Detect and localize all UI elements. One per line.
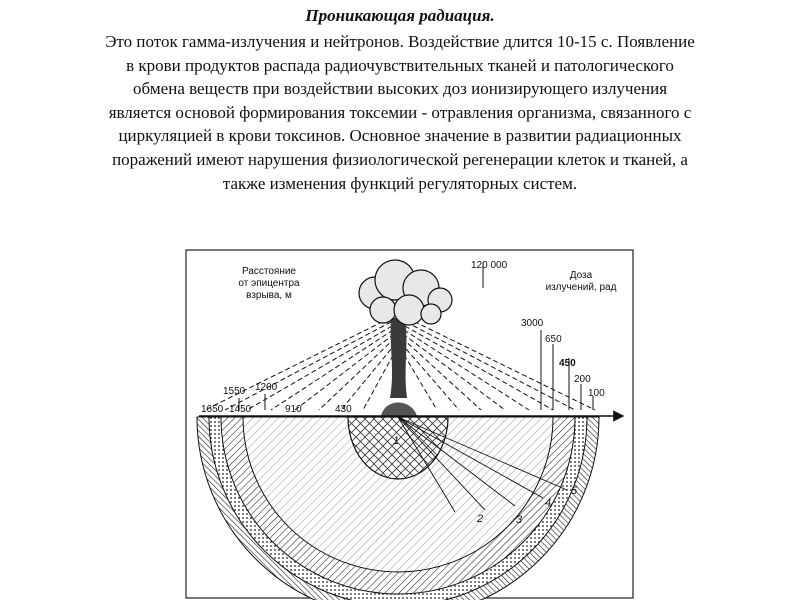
body-line: в крови продуктов распада радиочувствите… [126,55,674,75]
zone-pointer-line [397,416,486,511]
zone-label-4: 4 [545,497,551,509]
zone-pointer-line [397,416,516,507]
radiation-ray [402,333,506,411]
radiation-ray [204,317,391,411]
radiation-ray [318,337,396,411]
zone-pointer-line [397,416,544,499]
dose-label: 200 [574,374,591,385]
body-line: также изменения функций регуляторных сис… [222,173,578,193]
body-line: обмена веществ при воздействии высоких д… [132,79,668,99]
distance-header-line: Расстояние [242,266,296,277]
body-line: является основой формирования токсемии -… [108,102,692,122]
slide-body-text: Это поток гамма-излучения и нейтронов. В… [18,30,782,195]
zone-label-1: 1 [393,435,399,447]
distance-label: 430 [335,404,352,415]
zone-pointer-line [397,416,568,491]
distance-label: 1650 [201,404,224,415]
radiation-ray [246,325,393,411]
radiation-ray [340,342,397,411]
radiation-rays [204,317,596,411]
radiation-ray [294,333,395,411]
body-line: циркуляцией в крови токсинов. Основное з… [118,126,682,146]
dose-label: 450 [559,358,576,369]
distance-label: 910 [285,404,302,415]
radiation-ray [399,347,438,411]
cloud-stem [390,318,407,398]
radiation-ray [224,321,392,411]
mushroom-cloud [358,259,453,416]
cloud-cap [358,259,453,326]
radiation-ray [404,325,554,411]
zone-pointer-line [397,416,456,513]
zone-label-5: 5 [571,485,578,497]
distance-label: 1200 [255,382,278,393]
dose-header-line: излучений, рад [546,282,617,293]
distance-label: 1450 [229,404,252,415]
distance-header-line: от эпицентра [238,278,300,289]
radiation-ray [270,329,394,411]
radiation-ray [401,337,482,411]
dose-label: 3000 [521,318,544,329]
cloud-puff [369,296,397,324]
slide-title: Проникающая радиация. [305,6,495,25]
body-line: Это поток гамма-излучения и нейтронов. В… [105,32,695,51]
radiation-ray [400,342,460,411]
dose-header-line: Доза [570,270,593,281]
distance-label: 1550 [223,386,246,397]
cloud-puff [393,294,425,326]
zone-pointer-lines [397,416,568,513]
cloud-base [381,402,417,416]
radiation-ray [403,329,530,411]
zone-core [347,416,449,480]
dose-label: 120 000 [471,260,508,271]
radiation-ray [406,317,596,411]
zone-label-3: 3 [516,514,523,526]
dose-label: 100 [588,388,605,399]
underground-zones [196,416,600,600]
zone-label-2: 2 [476,513,483,525]
penetrating-radiation-diagram: 1 2 3 4 5 [185,248,635,600]
cloud-puff [420,303,442,325]
dose-label: 650 [545,334,562,345]
body-line: поражений имеют нарушения физиологическо… [112,149,688,169]
zone-ring-light [242,416,554,573]
radiation-ray [362,347,398,411]
marker-lines [238,262,594,410]
distance-header-line: взрыва, м [246,290,292,301]
